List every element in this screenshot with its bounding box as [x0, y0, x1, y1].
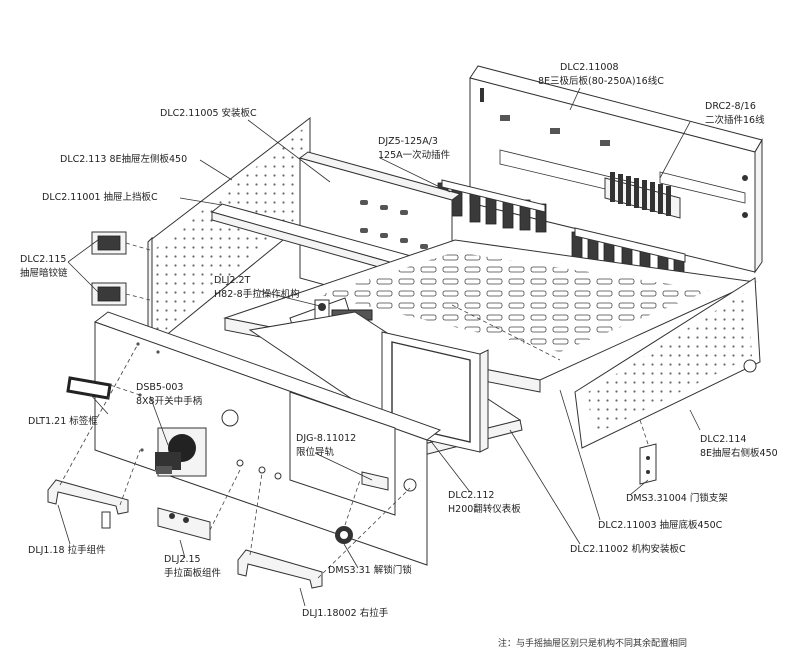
label-top-cover: DLC2.11001 抽屉上挡板C	[42, 191, 158, 203]
label-switch-handle-1: DSB5-003	[136, 382, 183, 393]
label-limit-rail-1: DJG-8.11012	[296, 433, 356, 444]
switch-handle	[155, 427, 207, 477]
label-flip-panel-2: H200翻转仪表板	[448, 503, 521, 515]
label-right-handle: DLJ1.18002 右拉手	[302, 607, 389, 619]
assembly-lines	[59, 242, 649, 579]
right-side-plate	[574, 277, 761, 449]
label-flip-panel-1: DLC2.112	[448, 490, 494, 501]
left-side-plate	[147, 116, 311, 352]
label-switch-handle-2: 8X8开关中手柄	[136, 395, 202, 407]
label-handle-mechanism-1: DLJ2.2T	[214, 275, 251, 286]
unlock-lock	[335, 526, 353, 544]
pull-handle	[47, 479, 129, 529]
label-left-side-plate: DLC2.113 8E抽屉左侧板450	[60, 153, 187, 165]
label-secondary-plug-1: DRC2-8/16	[705, 101, 756, 112]
label-limit-rail-2: 限位导轨	[296, 446, 335, 458]
label-right-side-plate-2: 8E抽屉右侧板450	[700, 447, 778, 459]
hinge-upper	[91, 231, 127, 255]
label-pull-handle: DLJ1.18 拉手组件	[28, 544, 106, 556]
door-lock-bracket	[639, 443, 657, 485]
label-face-plate-2: 手拉面板组件	[164, 567, 222, 579]
label-rear-plate-1: DLC2.11008	[560, 62, 619, 73]
label-bottom-plate: DLC2.11003 抽屉底板450C	[598, 519, 723, 531]
leader-lines	[57, 87, 701, 607]
hinge-lower	[91, 282, 127, 306]
label-handle-mechanism-2: H82-8手拉操作机构	[214, 288, 300, 300]
label-unlock-lock: DMS3.31 解锁门锁	[328, 564, 412, 576]
face-plate	[157, 507, 211, 541]
label-rear-plate-2: 8E三极后板(80-250A)16线C	[538, 75, 664, 87]
label-face-plate-1: DLJ2.15	[164, 554, 201, 565]
label-hinge-1: DLC2.115	[20, 254, 66, 265]
label-mount-plate: DLC2.11005 安装板C	[160, 107, 257, 119]
callout-labels: DLC2.11008 8E三极后板(80-250A)16线C DRC2-8/16…	[20, 62, 778, 649]
front-panel	[93, 311, 442, 566]
label-hinge-2: 抽屉暗铰链	[20, 267, 68, 279]
flip-panel	[381, 331, 489, 453]
label-primary-plug-1: DJZ5-125A/3	[378, 136, 438, 147]
label-mech-mount-plate: DLC2.11002 机构安装板C	[570, 543, 686, 555]
label-secondary-plug-2: 二次插件16线	[705, 114, 765, 126]
label-right-side-plate-1: DLC2.114	[700, 434, 746, 445]
secondary-plug	[604, 172, 681, 219]
right-handle	[237, 549, 323, 589]
label-primary-plug-2: 125A一次动插件	[378, 149, 451, 161]
label-label-frame: DLT1.21 标签框	[28, 415, 98, 427]
footnote: 注：与手摇抽屉区别只是机构不同其余配置相同	[498, 637, 687, 649]
label-door-lock-bracket: DMS3.31004 门锁支架	[626, 492, 728, 504]
limit-rail	[361, 471, 389, 491]
